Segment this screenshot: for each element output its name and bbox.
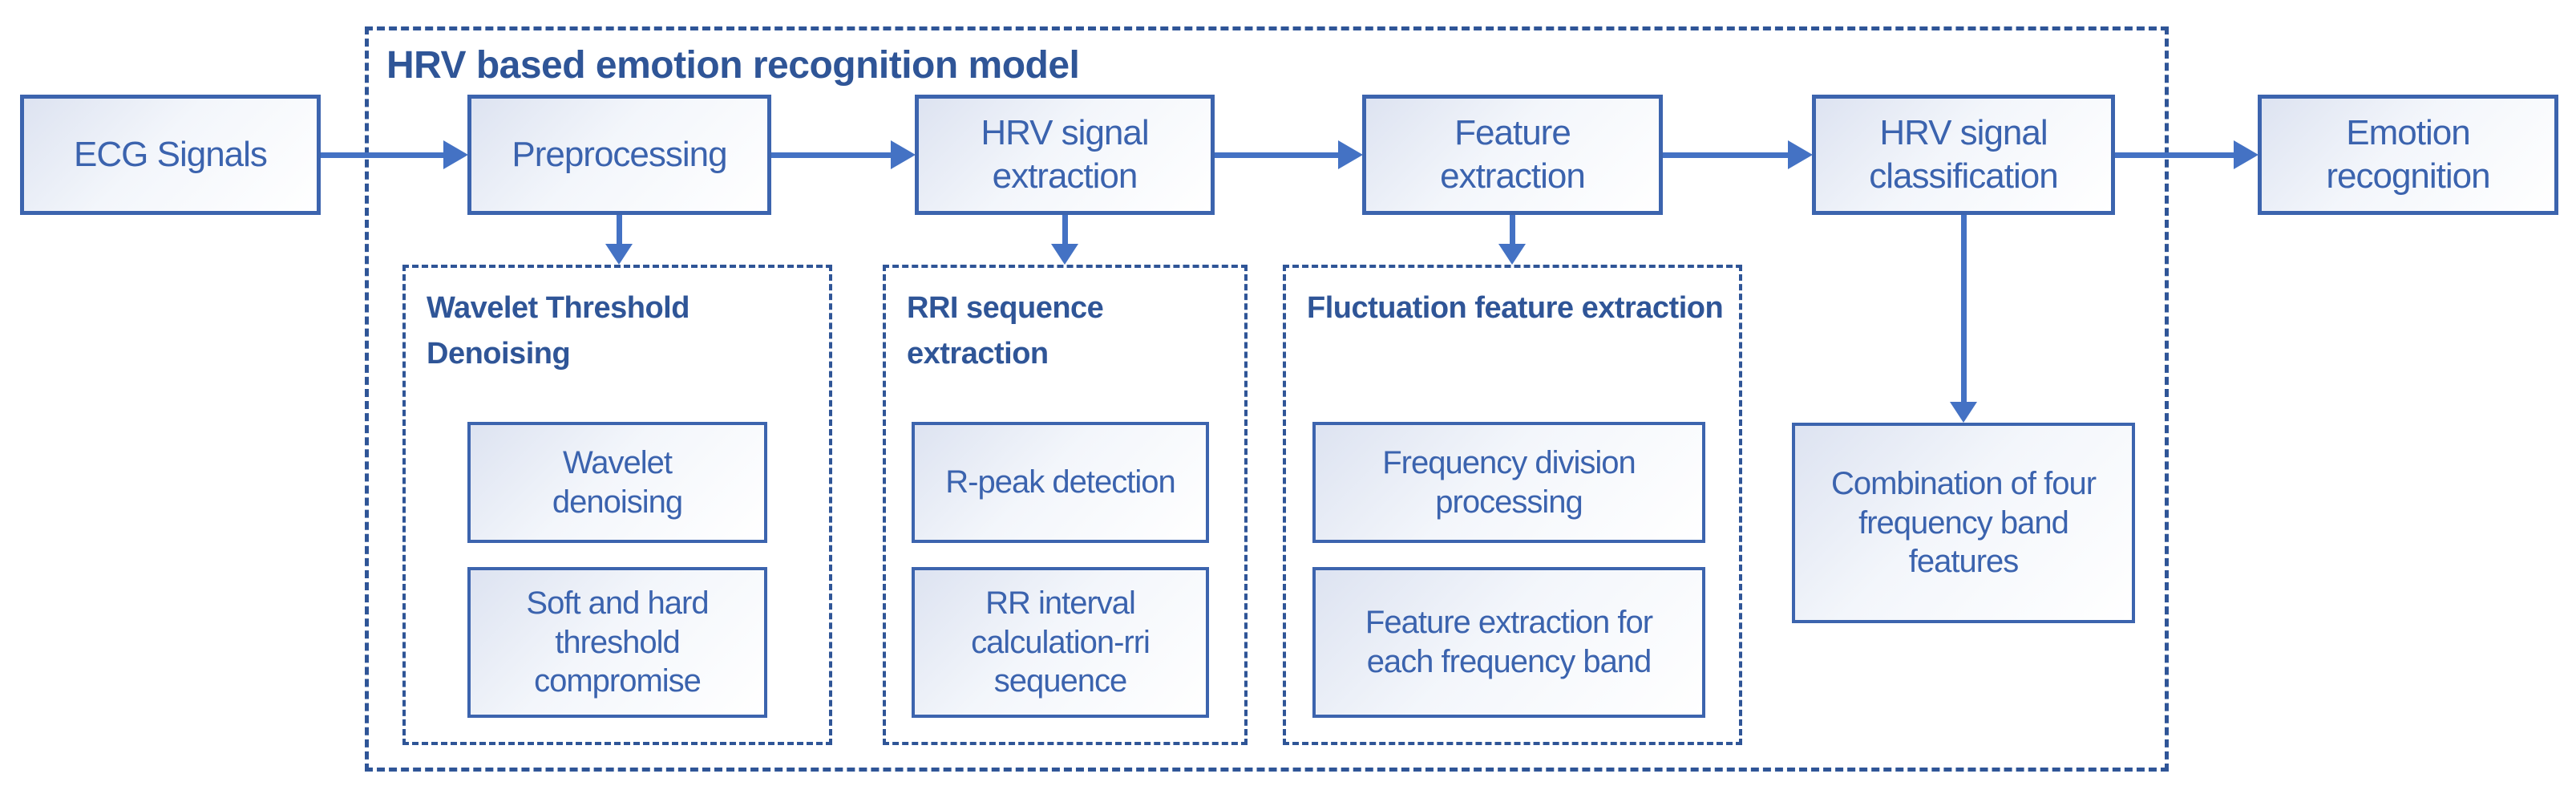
- node-r-peak-detection-label: R-peak detection: [945, 464, 1175, 500]
- node-preprocessing: Preprocessing: [467, 95, 771, 215]
- node-frequency-division-processing: Frequency division processing: [1312, 422, 1705, 543]
- node-wavelet-denoising-label: Wavelet denoising: [552, 444, 683, 520]
- model-boundary-dashed-box: [365, 26, 2169, 772]
- node-soft-hard-threshold-compromise-label: Soft and hard threshold compromise: [526, 585, 709, 699]
- node-feature-extraction-per-band-label: Feature extraction for each frequency ba…: [1365, 605, 1653, 679]
- arrow-classification-to-emotion-head: [2234, 140, 2259, 169]
- node-feature-extraction-per-band: Feature extraction for each frequency ba…: [1312, 567, 1705, 718]
- arrow-feature-to-classification-shaft: [1663, 152, 1789, 158]
- arrow-preprocessing-down-shaft: [617, 215, 622, 245]
- arrow-preprocessing-to-extraction-shaft: [771, 152, 892, 158]
- node-emotion-recognition-label: Emotion recognition: [2326, 113, 2490, 196]
- arrow-extraction-to-feature-shaft: [1215, 152, 1340, 158]
- node-r-peak-detection: R-peak detection: [912, 422, 1209, 543]
- node-hrv-signal-classification: HRV signal classification: [1812, 95, 2115, 215]
- node-ecg-signals-label: ECG Signals: [74, 135, 268, 175]
- node-feature-extraction-label: Feature extraction: [1440, 113, 1586, 196]
- arrow-classification-down-head: [1950, 402, 1977, 423]
- group-fluctuation-title: Fluctuation feature extraction: [1307, 291, 1724, 325]
- node-rr-interval-calculation-label: RR interval calculation-rri sequence: [971, 585, 1151, 699]
- group-wavelet-threshold-denoising: Wavelet Threshold Denoising Wavelet deno…: [402, 265, 832, 745]
- node-hrv-signal-classification-label: HRV signal classification: [1869, 113, 2058, 196]
- node-combination-of-band-features: Combination of four frequency band featu…: [1792, 423, 2135, 623]
- node-soft-hard-threshold-compromise: Soft and hard threshold compromise: [467, 567, 767, 718]
- arrow-hrv-extraction-down-head: [1051, 244, 1078, 265]
- node-hrv-signal-extraction: HRV signal extraction: [915, 95, 1215, 215]
- node-ecg-signals: ECG Signals: [20, 95, 321, 215]
- arrow-preprocessing-down-head: [605, 244, 633, 265]
- arrow-extraction-to-feature-head: [1338, 140, 1363, 169]
- arrow-hrv-extraction-down-shaft: [1062, 215, 1068, 245]
- node-rr-interval-calculation: RR interval calculation-rri sequence: [912, 567, 1209, 718]
- node-hrv-signal-extraction-label: HRV signal extraction: [981, 113, 1149, 196]
- node-feature-extraction: Feature extraction: [1362, 95, 1663, 215]
- node-emotion-recognition: Emotion recognition: [2258, 95, 2558, 215]
- arrow-feature-extraction-down-shaft: [1510, 215, 1515, 245]
- arrow-preprocessing-to-extraction-head: [891, 140, 916, 169]
- node-wavelet-denoising: Wavelet denoising: [467, 422, 767, 543]
- group-wavelet-title: Wavelet Threshold Denoising: [427, 291, 689, 371]
- arrow-classification-to-emotion-shaft: [2115, 152, 2235, 158]
- node-preprocessing-label: Preprocessing: [512, 135, 727, 175]
- group-rri-title: RRI sequence extraction: [907, 291, 1104, 371]
- node-combination-of-band-features-label: Combination of four frequency band featu…: [1830, 465, 2097, 580]
- group-fluctuation-feature-extraction: Fluctuation feature extraction Frequency…: [1283, 265, 1742, 745]
- diagram-title: HRV based emotion recognition model: [386, 44, 1080, 87]
- arrow-feature-extraction-down-head: [1498, 244, 1526, 265]
- group-rri-sequence-extraction: RRI sequence extraction R-peak detection…: [883, 265, 1248, 745]
- arrow-ecg-to-preprocessing-head: [443, 140, 468, 169]
- arrow-classification-down-shaft: [1961, 215, 1967, 403]
- arrow-ecg-to-preprocessing-shaft: [321, 152, 445, 158]
- node-frequency-division-processing-label: Frequency division processing: [1382, 444, 1636, 520]
- arrow-feature-to-classification-head: [1788, 140, 1813, 169]
